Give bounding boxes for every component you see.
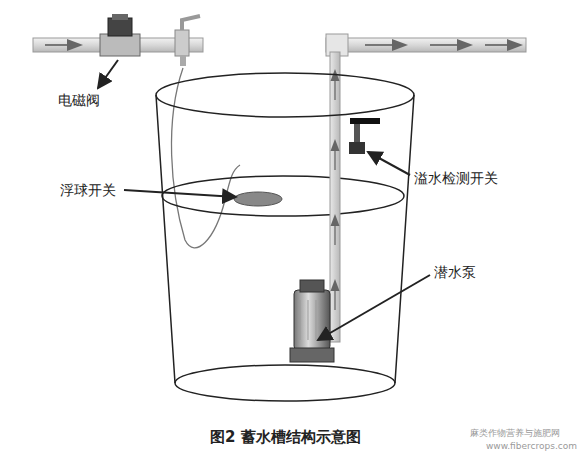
part-label: 电磁阀 (58, 92, 100, 109)
part-label: 浮球开关 (60, 182, 116, 199)
figure-caption: 图2 蓄水槽结构示意图 (210, 428, 361, 446)
watermark: www.fibercrops.com (486, 441, 577, 452)
leader-overflow (368, 152, 410, 175)
leader-pump (318, 275, 430, 340)
part-label: 潜水泵 (434, 264, 476, 281)
leader-float (124, 190, 236, 197)
leader-valve (98, 60, 118, 88)
watermark: 麻类作物营养与施肥网 (470, 428, 560, 439)
part-label: 溢水检测开关 (414, 170, 498, 187)
